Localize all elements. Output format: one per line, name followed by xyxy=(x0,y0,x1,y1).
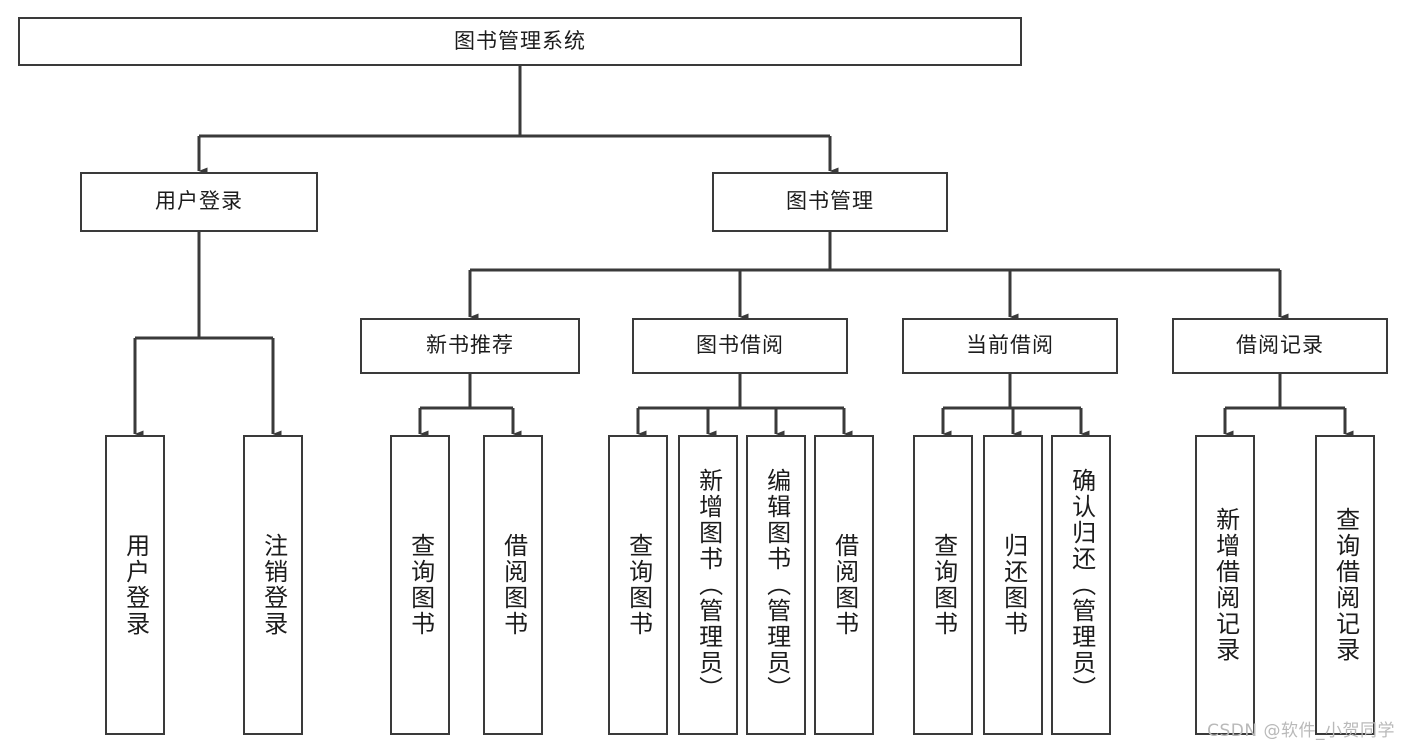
node-leaf-query-book-1[interactable]: 查询图书 xyxy=(390,435,450,735)
node-user-login[interactable]: 用户登录 xyxy=(80,172,318,232)
node-label: 借阅记录 xyxy=(1236,333,1324,358)
node-leaf-query-record[interactable]: 查询借阅记录 xyxy=(1315,435,1375,735)
node-leaf-user-logout[interactable]: 注销登录 xyxy=(243,435,303,735)
node-borrow-record[interactable]: 借阅记录 xyxy=(1172,318,1388,374)
node-leaf-return-book[interactable]: 归还图书 xyxy=(983,435,1043,735)
node-label: 用户登录 xyxy=(121,533,150,637)
node-book-manage[interactable]: 图书管理 xyxy=(712,172,948,232)
node-label: 新增图书（管理员） xyxy=(694,468,723,702)
node-label: 查询图书 xyxy=(929,533,958,637)
node-label: 借阅图书 xyxy=(499,533,528,637)
node-leaf-query-book-2[interactable]: 查询图书 xyxy=(608,435,668,735)
node-current-borrow[interactable]: 当前借阅 xyxy=(902,318,1118,374)
node-leaf-borrow-book-2[interactable]: 借阅图书 xyxy=(814,435,874,735)
node-label: 图书管理系统 xyxy=(454,28,586,53)
node-leaf-add-book[interactable]: 新增图书（管理员） xyxy=(678,435,738,735)
node-book-borrow[interactable]: 图书借阅 xyxy=(632,318,848,374)
node-label: 借阅图书 xyxy=(830,533,859,637)
node-label: 确认归还（管理员） xyxy=(1067,468,1096,702)
node-root[interactable]: 图书管理系统 xyxy=(18,17,1022,66)
node-label: 查询借阅记录 xyxy=(1331,507,1360,663)
node-label: 图书借阅 xyxy=(696,333,784,358)
node-label: 注销登录 xyxy=(259,533,288,637)
node-label: 新书推荐 xyxy=(426,333,514,358)
node-label: 当前借阅 xyxy=(966,333,1054,358)
node-label: 查询图书 xyxy=(624,533,653,637)
node-label: 用户登录 xyxy=(155,189,243,214)
node-leaf-confirm-return[interactable]: 确认归还（管理员） xyxy=(1051,435,1111,735)
node-leaf-user-login[interactable]: 用户登录 xyxy=(105,435,165,735)
node-label: 图书管理 xyxy=(786,189,874,214)
node-leaf-borrow-book-1[interactable]: 借阅图书 xyxy=(483,435,543,735)
node-label: 查询图书 xyxy=(406,533,435,637)
node-leaf-query-book-3[interactable]: 查询图书 xyxy=(913,435,973,735)
node-new-book-rec[interactable]: 新书推荐 xyxy=(360,318,580,374)
node-label: 新增借阅记录 xyxy=(1211,507,1240,663)
node-label: 归还图书 xyxy=(999,533,1028,637)
node-leaf-add-record[interactable]: 新增借阅记录 xyxy=(1195,435,1255,735)
node-leaf-edit-book[interactable]: 编辑图书（管理员） xyxy=(746,435,806,735)
node-label: 编辑图书（管理员） xyxy=(762,468,791,702)
watermark: CSDN @软件_小贺同学 xyxy=(1207,721,1395,741)
